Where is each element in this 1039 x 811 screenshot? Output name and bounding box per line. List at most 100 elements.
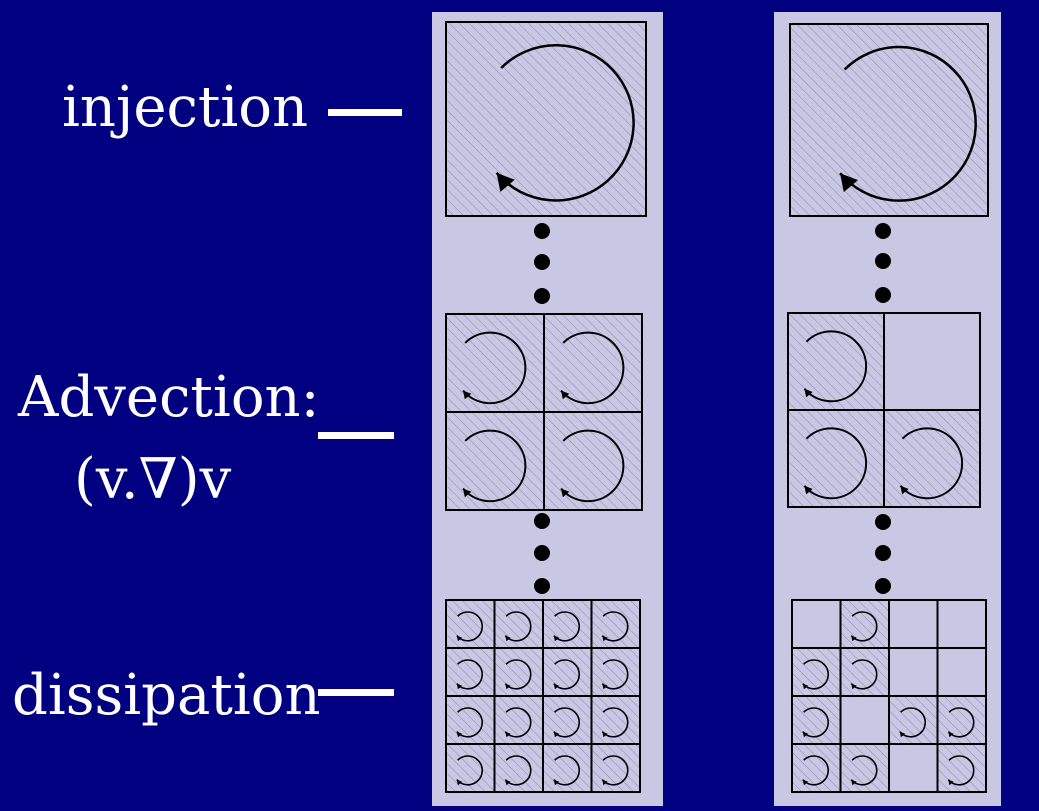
uniform-cascade-dissipation-eddy-3-1 [504, 755, 532, 786]
uniform-cascade-dissipation-eddy-1-3-arrowhead [602, 683, 608, 690]
uniform-cascade-advection-eddy-0-0 [462, 331, 527, 405]
uniform-cascade-dissipation-eddy-1-1-arrowhead [505, 683, 511, 690]
intermittent-cascade-advection-eddy-1-0 [803, 427, 868, 500]
intermittent-cascade-dissipation-eddy-2-0-arrowhead [802, 731, 809, 738]
uniform-cascade-dissipation-eddy-1-2-arrowhead [553, 683, 560, 690]
uniform-cascade-dissipation-eddy-0-2-arrowhead [553, 635, 560, 642]
uniform-cascade-dissipation-eddy-3-0 [456, 755, 484, 786]
uniform-cascade-dissipation-eddy-2-2-arrowhead [553, 731, 560, 738]
uniform-cascade-dissipation-eddy-0-1-arrowhead [505, 635, 511, 642]
injection-dash [328, 109, 402, 116]
intermittent-cascade-dissipation-eddy-3-3-arrowhead [948, 779, 954, 786]
uniform-cascade-dissipation-eddy-0-3-arrowhead [602, 635, 608, 642]
uniform-cascade-advection-eddy-1-1 [560, 429, 625, 503]
uniform-cascade-dissipation-eddy-0-1 [504, 611, 532, 642]
intermittent-cascade-advection-cell-0-1-bg [884, 313, 980, 410]
intermittent-cascade-dissipation-cell-3-2-bg [889, 744, 938, 792]
intermittent-cascade-injection-cell [789, 23, 989, 217]
intermittent-cascade-injection-cell-hatch [790, 24, 988, 216]
intermittent-cascade-dissipation-cell-1-3-bg [937, 648, 986, 696]
uniform-cascade-ellipsis-upper-2 [534, 254, 550, 270]
uniform-cascade-advection-cell-1-0-hatch [446, 412, 544, 510]
uniform-cascade-dissipation-eddy-2-2 [553, 707, 581, 738]
intermittent-cascade-dissipation-eddy-3-1-arrowhead [851, 779, 857, 786]
uniform-cascade-dissipation-eddy-1-3 [601, 659, 629, 690]
intermittent-cascade-dissipation-eddy-2-3 [947, 707, 975, 738]
intermittent-cascade-dissipation-eddy-3-1 [850, 755, 878, 786]
uniform-cascade-dissipation-eddy-1-0-arrowhead [456, 683, 463, 690]
intermittent-cascade-dissipation-eddy-1-1-arrowhead [851, 683, 857, 690]
intermittent-cascade-dissipation-eddy-2-3-arrowhead [948, 731, 954, 738]
uniform-cascade-ellipsis-lower-2 [534, 545, 550, 561]
intermittent-cascade-dissipation-eddy-3-0 [802, 755, 830, 786]
uniform-cascade-advection-cell-0-1-hatch [544, 314, 642, 412]
uniform-cascade-advection-cell-1-1 [543, 411, 643, 511]
uniform-cascade-dissipation-eddy-2-0-arrowhead [456, 731, 463, 738]
uniform-cascade-ellipsis-lower-3 [534, 578, 550, 594]
uniform-cascade-ellipsis-upper-3 [534, 288, 550, 304]
uniform-cascade-advection-eddy-0-0-arrowhead [463, 390, 472, 400]
uniform-cascade-advection-eddy-0-1 [560, 331, 625, 405]
intermittent-cascade-advection-cell-1-1 [883, 409, 981, 508]
intermittent-cascade-ellipsis-upper-2 [875, 253, 891, 269]
uniform-cascade-dissipation-eddy-3-3-arrowhead [602, 779, 608, 786]
uniform-cascade-dissipation-eddy-1-0 [456, 659, 484, 690]
uniform-cascade-dissipation-eddy-0-0 [456, 611, 484, 642]
intermittent-cascade-dissipation-cell-2-1-bg [840, 696, 889, 744]
uniform-cascade-dissipation-eddy-2-1-arrowhead [505, 731, 511, 738]
intermittent-cascade-advection-eddy-1-1 [899, 427, 964, 500]
advection-dash [318, 432, 394, 439]
uniform-cascade-dissipation-eddy-1-1 [504, 659, 532, 690]
intermittent-cascade-dissipation-eddy-3-3 [947, 755, 975, 786]
uniform-cascade-dissipation-eddy-3-2 [553, 755, 581, 786]
intermittent-cascade-dissipation-cell-0-2-bg [889, 600, 938, 648]
uniform-cascade-dissipation-eddy-3-0-arrowhead [456, 779, 463, 786]
uniform-cascade-dissipation-eddy-0-2 [553, 611, 581, 642]
advection-label: Advection: [18, 365, 320, 430]
uniform-cascade-dissipation-eddy-1-2 [553, 659, 581, 690]
uniform-cascade-dissipation-eddy-0-3 [601, 611, 629, 642]
intermittent-cascade-advection-eddy-0-0-arrowhead [804, 388, 813, 398]
uniform-cascade-dissipation-eddy-3-3 [601, 755, 629, 786]
intermittent-cascade-injection-eddy [839, 45, 977, 202]
uniform-cascade-injection-eddy [495, 44, 635, 202]
intermittent-cascade-injection-eddy-arrowhead [840, 173, 859, 193]
intermittent-cascade-ellipsis-upper-3 [875, 287, 891, 303]
intermittent-cascade-dissipation-eddy-2-2 [899, 707, 927, 738]
intermittent-cascade-advection-eddy-1-0-arrowhead [804, 485, 813, 495]
intermittent-cascade-dissipation-cell-0-3-bg [937, 600, 986, 648]
intermittent-cascade-dissipation-eddy-1-0 [802, 659, 830, 690]
uniform-cascade-dissipation-eddy-3-2-arrowhead [553, 779, 560, 786]
intermittent-cascade-dissipation-eddy-1-1 [850, 659, 878, 690]
intermittent-cascade-ellipsis-lower-1 [875, 514, 891, 530]
intermittent-cascade-ellipsis-upper-1 [875, 223, 891, 239]
intermittent-cascade-dissipation-eddy-2-0 [802, 707, 830, 738]
intermittent-cascade-dissipation-eddy-1-0-arrowhead [802, 683, 809, 690]
dissipation-dash [318, 689, 394, 696]
uniform-cascade-ellipsis-lower-1 [534, 513, 550, 529]
uniform-cascade-advection-eddy-0-1-arrowhead [561, 390, 570, 400]
uniform-cascade-advection-eddy-1-0-arrowhead [463, 488, 472, 498]
intermittent-cascade-dissipation-cell-3-3 [936, 743, 987, 793]
uniform-cascade-dissipation-eddy-2-3-arrowhead [602, 731, 608, 738]
uniform-cascade-dissipation-eddy-2-1 [504, 707, 532, 738]
intermittent-cascade-advection-cell-1-0-hatch [788, 410, 884, 507]
intermittent-cascade-dissipation-eddy-0-1 [850, 611, 878, 642]
intermittent-cascade-dissipation-cell-1-2-bg [889, 648, 938, 696]
intermittent-cascade-dissipation-cell-0-0-bg [792, 600, 841, 648]
uniform-cascade-advection-eddy-1-1-arrowhead [561, 488, 570, 498]
uniform-cascade-dissipation-eddy-0-0-arrowhead [456, 635, 463, 642]
uniform-cascade-dissipation-cell-3-3 [590, 743, 641, 793]
advection-formula: (v.∇)v [74, 447, 232, 512]
uniform-cascade-injection-cell [445, 21, 647, 217]
dissipation-label: dissipation [12, 663, 321, 728]
uniform-cascade-injection-cell-hatch [446, 22, 646, 216]
intermittent-cascade-dissipation-eddy-3-0-arrowhead [802, 779, 809, 786]
uniform-cascade-advection-cell-1-1-hatch [544, 412, 642, 510]
intermittent-cascade-ellipsis-lower-3 [875, 578, 891, 594]
intermittent-cascade-dissipation-eddy-2-2-arrowhead [899, 731, 906, 738]
uniform-cascade-advection-cell-0-0-hatch [446, 314, 544, 412]
uniform-cascade-dissipation-eddy-2-3 [601, 707, 629, 738]
uniform-cascade-dissipation-eddy-3-1-arrowhead [505, 779, 511, 786]
